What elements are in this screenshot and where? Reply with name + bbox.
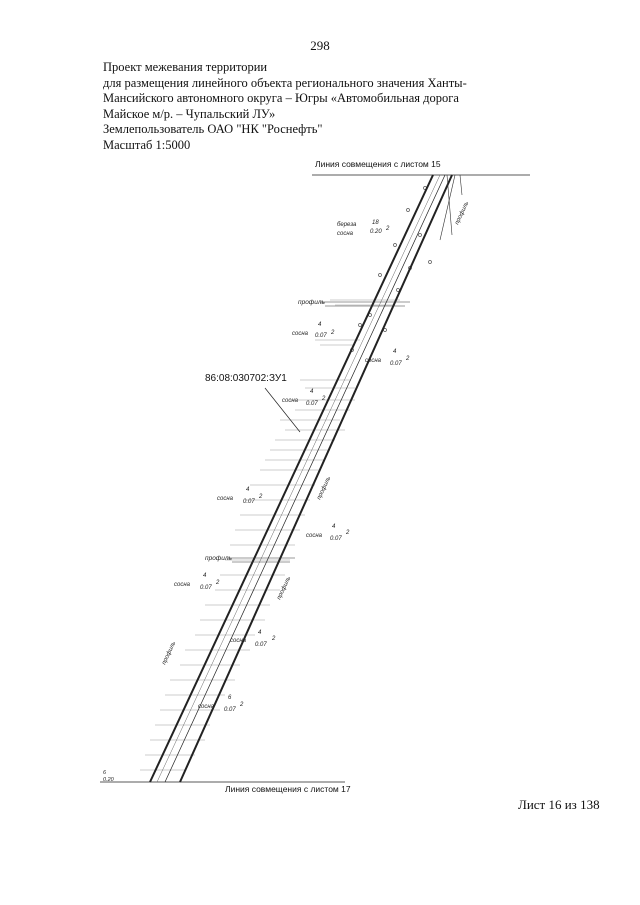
exp-label: 2 — [385, 226, 390, 232]
subratio-label: 0.20 — [370, 229, 382, 235]
exp-label: 2 — [271, 636, 276, 642]
profile-label: профиль — [276, 576, 292, 601]
ratio-label: 4 — [258, 630, 262, 636]
forest-annotation: сосна 4 0.07 2 — [174, 573, 220, 591]
forest-annotation: сосна 4 0.07 2 — [217, 487, 263, 505]
ratio-label: 4 — [318, 322, 322, 328]
pine-label: сосна — [337, 231, 354, 237]
ratio-label: 18 — [372, 220, 379, 226]
pine-label: сосна — [217, 496, 234, 502]
ratio-label: 4 — [246, 487, 250, 493]
forest-annotation: сосна 4 0.07 2 — [292, 322, 335, 339]
exp-label: 2 — [258, 494, 263, 500]
forest-annotation: 6 0.20 — [103, 770, 115, 783]
ratio-label: 4 — [332, 524, 336, 530]
road-corridor — [149, 174, 453, 783]
exp-label: 2 — [330, 330, 335, 336]
pine-label: сосна — [198, 704, 215, 710]
bottom-match-line-label: Линия совмещения с листом 17 — [225, 784, 351, 794]
ratio-label: 6 — [103, 770, 107, 776]
page-number: 298 — [310, 38, 330, 53]
exp-label: 2 — [215, 580, 220, 586]
exp-label: 2 — [405, 356, 410, 362]
header-line: Землепользователь ОАО "НК "Роснефть" — [103, 122, 323, 136]
header-line: Проект межевания территории — [103, 60, 268, 74]
forest-annotation: береза сосна 18 0.20 2 — [337, 220, 390, 237]
profile-label: профиль — [205, 555, 233, 562]
header-line: для размещения линейного объекта региона… — [103, 75, 467, 90]
header-line: Масштаб 1:5000 — [103, 137, 191, 152]
parcel-leader-line — [264, 387, 301, 433]
profile-label: профиль — [316, 476, 332, 501]
forest-annotation: сосна 4 0.07 2 — [282, 389, 326, 407]
top-match-line-label: Линия совмещения с листом 15 — [315, 159, 441, 169]
parcel-id-label: 86:08:030702:ЗУ1 — [205, 373, 287, 384]
exp-label: 2 — [239, 702, 244, 708]
forest-annotation: сосна 4 0.07 2 — [365, 349, 410, 367]
forest-annotation: сосна 6 0.07 2 — [198, 695, 244, 713]
exp-label: 2 — [321, 396, 326, 402]
forest-annotation: сосна 4 0.07 2 — [230, 630, 276, 648]
pine-label: сосна — [306, 533, 323, 539]
profile-label: профиль — [161, 641, 177, 666]
pine-label: сосна — [174, 582, 191, 588]
subratio-label: 0.07 — [224, 707, 236, 713]
subratio-label: 0.07 — [330, 536, 342, 542]
subratio-label: 0.07 — [306, 401, 318, 407]
forest-annotation: сосна 4 0.07 2 — [306, 524, 350, 542]
ratio-label: 4 — [310, 389, 314, 395]
terrain-hatching — [140, 299, 400, 771]
pine-label: сосна — [230, 638, 247, 644]
profile-label: профиль — [298, 299, 326, 306]
header-line: Мансийского автономного округа – Югры «А… — [103, 91, 459, 105]
ratio-label: 4 — [203, 573, 207, 579]
subratio-label: 0.20 — [103, 777, 115, 783]
subratio-label: 0.07 — [390, 361, 402, 367]
subratio-label: 0.07 — [255, 642, 267, 648]
pine-label: сосна — [282, 398, 299, 404]
exp-label: 2 — [345, 530, 350, 536]
profile-markers — [228, 174, 463, 563]
profile-label: профиль — [454, 201, 470, 226]
pine-label: сосна — [365, 358, 382, 364]
subratio-label: 0.07 — [200, 585, 212, 591]
ratio-label: 4 — [393, 349, 397, 355]
ratio-label: 6 — [228, 695, 232, 701]
subratio-label: 0.07 — [243, 499, 255, 505]
pine-label: сосна — [292, 331, 309, 337]
document-header: Проект межевания территории для размещен… — [103, 60, 523, 153]
header-line: Майское м/р. – Чупальский ЛУ» — [103, 106, 276, 121]
sheet-label: Лист 16 из 138 — [518, 797, 600, 812]
subratio-label: 0.07 — [315, 333, 327, 339]
birch-label: береза — [337, 222, 357, 228]
